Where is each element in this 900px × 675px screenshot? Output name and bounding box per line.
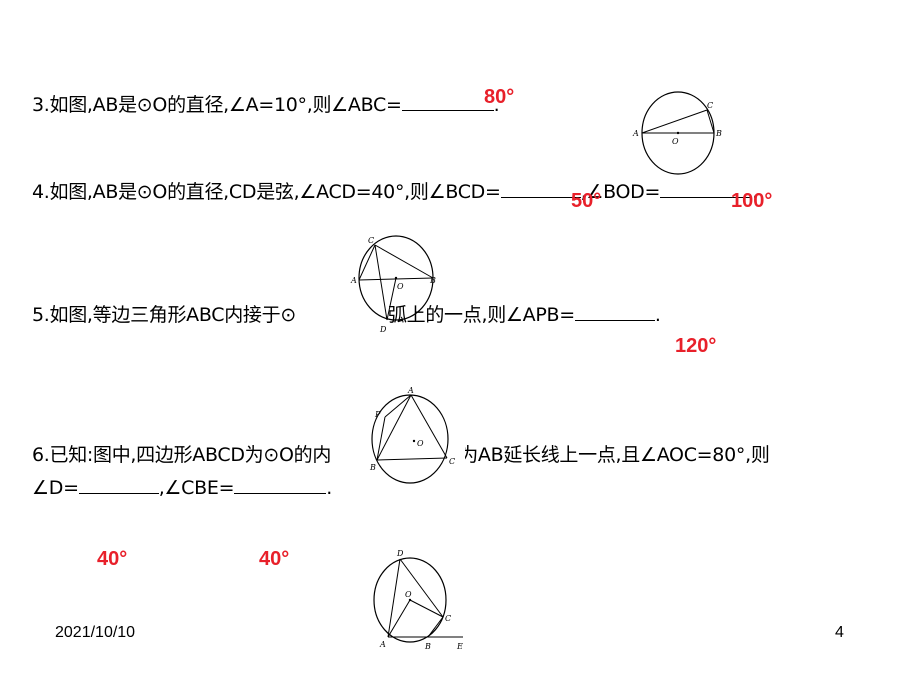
footer-date: 2021/10/10 xyxy=(55,624,136,641)
label-c: C xyxy=(368,236,374,245)
answer-q3: 80° xyxy=(484,86,515,108)
answer-q4-bcd: 50° xyxy=(571,190,602,212)
answer-q5: 120° xyxy=(675,335,717,357)
question-6-end: . xyxy=(326,477,332,499)
question-6-line-2-a: ∠D= xyxy=(32,477,79,499)
label-o: O xyxy=(405,590,412,599)
label-a: A xyxy=(350,276,357,285)
answer-blank xyxy=(78,477,159,494)
label-c: C xyxy=(449,457,455,466)
label-b: B xyxy=(424,642,431,651)
figure-3: A B C O xyxy=(630,90,730,180)
answer-blank xyxy=(234,477,327,494)
figure-4: A B C D O xyxy=(348,232,438,337)
question-6-text-b: 形,E为AB延长线上一点,且∠AOC=80°,则 xyxy=(423,444,770,466)
label-c: C xyxy=(445,614,451,623)
question-5-end: . xyxy=(654,304,661,326)
answer-q4-bod: 100° xyxy=(731,190,773,212)
label-b: B xyxy=(715,129,722,138)
label-e: E xyxy=(456,642,463,651)
question-4: 4.如图,AB是⊙O的直径,CD是弦,∠ACD=40°,则∠BCD= ,∠BOD=… xyxy=(32,177,758,204)
question-6-text-a: 6.已知:图中,四边形ABCD为⊙O的内 xyxy=(32,444,332,466)
answer-blank xyxy=(500,181,581,198)
question-3-end: . xyxy=(493,94,500,116)
label-b: B xyxy=(369,463,376,472)
question-6-line-2: ∠D= ,∠CBE=. xyxy=(32,477,332,499)
answer-blank xyxy=(401,94,494,111)
label-b: B xyxy=(429,276,436,285)
question-3: 3.如图,AB是⊙O的直径,∠A=10°,则∠ABC=. xyxy=(32,90,500,117)
figure-5: A P O B C xyxy=(365,384,465,494)
question-4-text: 4.如图,AB是⊙O的直径,CD是弦,∠ACD=40°,则∠BCD= xyxy=(32,181,501,203)
label-d: D xyxy=(396,549,404,558)
question-5: 5.如图,等边三角形ABC内接于⊙ 弧上的一点,则∠APB=. xyxy=(32,300,661,327)
question-4-mid: ,∠BOD= xyxy=(580,181,661,203)
answer-q6-d: 40° xyxy=(97,548,128,570)
label-o: O xyxy=(397,282,404,291)
question-3-text: 3.如图,AB是⊙O的直径,∠A=10°,则∠ABC= xyxy=(32,94,402,116)
label-d: D xyxy=(379,325,387,334)
figure-6: D O C A B E xyxy=(348,545,473,655)
label-a: A xyxy=(407,386,414,395)
label-o: O xyxy=(672,137,679,146)
question-6-line-2-b: ,∠CBE= xyxy=(158,477,235,499)
question-4-end: . xyxy=(752,181,758,203)
answer-blank xyxy=(574,304,655,321)
answer-blank xyxy=(660,181,753,198)
answer-q6-cbe: 40° xyxy=(259,548,290,570)
label-a: A xyxy=(379,640,386,649)
question-5-text-b: 弧上的一点,则∠APB= xyxy=(387,304,575,326)
question-6: 6.已知:图中,四边形ABCD为⊙O的内 形,E为AB延长线上一点,且∠AOC=8… xyxy=(32,440,770,467)
label-a: A xyxy=(632,129,639,138)
page-number: 4 xyxy=(835,624,844,641)
label-o: O xyxy=(417,439,424,448)
label-p: P xyxy=(374,410,381,419)
label-c: C xyxy=(707,101,713,110)
question-5-text-a: 5.如图,等边三角形ABC内接于⊙ xyxy=(32,304,296,326)
